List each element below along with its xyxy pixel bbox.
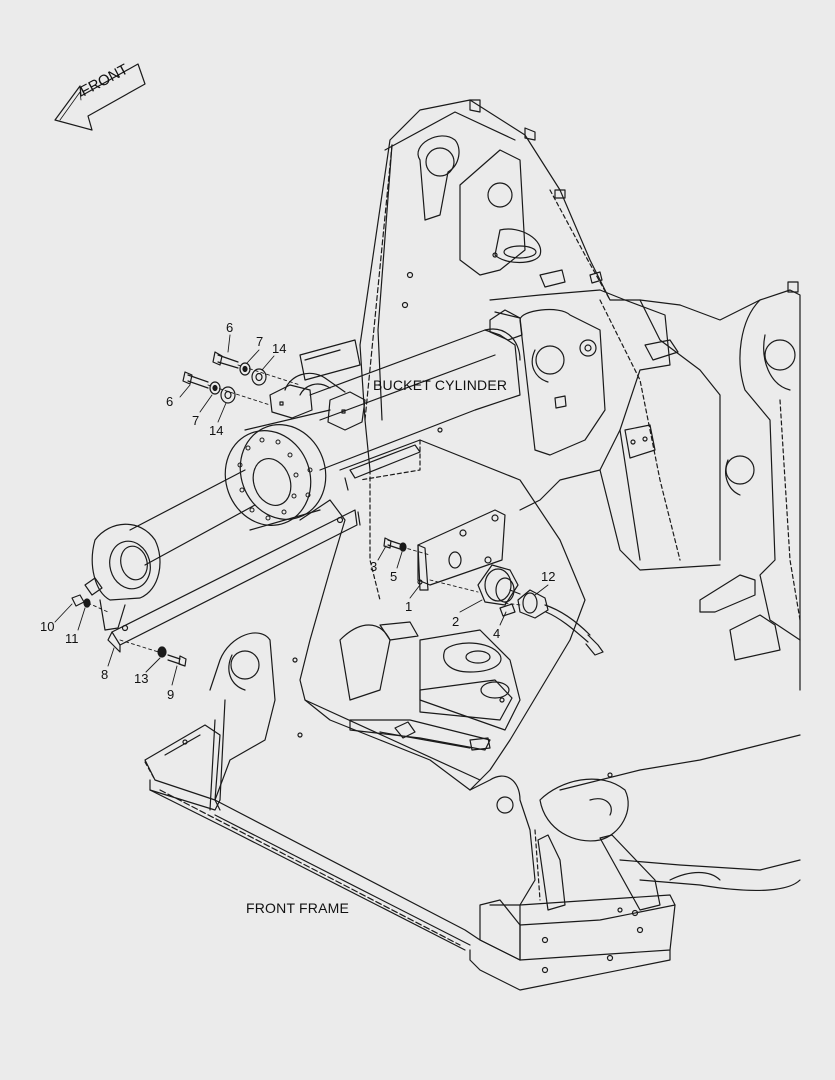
- callout-14-lower: 14: [209, 423, 224, 438]
- bucket-cylinder-label: BUCKET CYLINDER: [373, 377, 508, 393]
- front-frame-label: FRONT FRAME: [246, 900, 350, 916]
- callout-7-lower: 7: [192, 413, 200, 428]
- leader-lines: [54, 334, 549, 686]
- callout-7-upper: 7: [256, 334, 264, 349]
- callout-13: 13: [134, 671, 149, 686]
- callout-14-upper: 14: [272, 341, 287, 356]
- callout-5: 5: [390, 569, 398, 584]
- callout-6-lower: 6: [166, 394, 174, 409]
- front-arrow-icon: [54, 63, 146, 131]
- callout-10: 10: [40, 619, 55, 634]
- callout-6-upper: 6: [226, 320, 234, 335]
- callout-8: 8: [101, 667, 109, 682]
- callout-4: 4: [493, 626, 501, 641]
- callout-2: 2: [452, 614, 460, 629]
- callout-3: 3: [370, 559, 378, 574]
- bucket-cylinder-drawing: [84, 309, 523, 631]
- bracket-drawing: [107, 509, 361, 653]
- callout-11: 11: [65, 631, 79, 646]
- sensor-assembly-drawing: [417, 509, 604, 656]
- callout-1: 1: [405, 599, 413, 614]
- callout-9: 9: [167, 687, 175, 702]
- front-frame-drawing: [144, 99, 801, 991]
- fasteners-drawing: [71, 351, 521, 667]
- callout-12: 12: [541, 569, 556, 584]
